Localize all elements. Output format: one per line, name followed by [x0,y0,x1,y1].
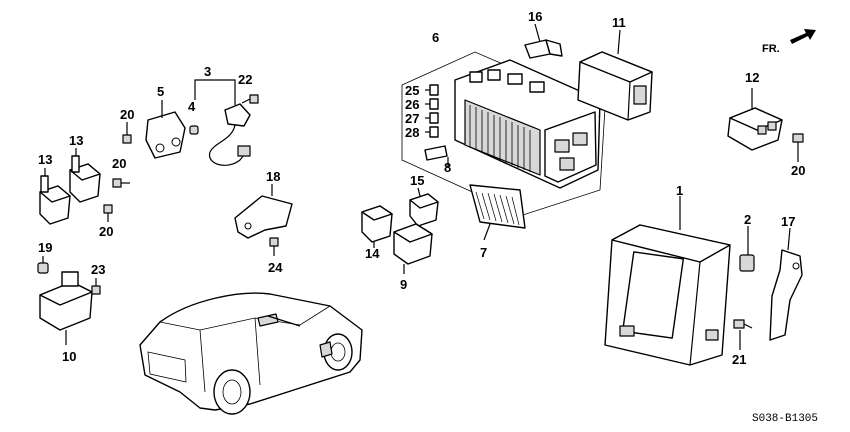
callout-23: 23 [91,262,105,277]
bolt-21 [733,319,753,350]
bolt-20-c [112,178,130,188]
callout-16: 16 [528,9,542,24]
fuse-puller-8 [424,145,449,168]
callout-24: 24 [268,260,283,275]
unit-10 [39,271,93,345]
relay-14 [361,205,393,248]
control-unit-11 [577,29,653,121]
callout-3: 3 [204,64,211,79]
relay-16 [524,23,563,59]
callout-12: 12 [745,70,759,85]
relay-13-b [69,148,101,203]
clip-19 [37,256,49,274]
fuse-relay-box-outline [401,51,606,216]
ecu-1 [604,196,731,366]
washer-4 [189,125,199,135]
fuse-relay-box [454,59,601,189]
callout-15: 15 [410,173,424,188]
callout-6: 6 [432,30,439,45]
callout-13-b: 13 [69,133,83,148]
fuse-28 [425,126,439,138]
callout-9: 9 [400,277,407,292]
relay-13-a [39,168,71,225]
callout-4: 4 [188,99,196,114]
bolt-22 [241,94,259,104]
callout-1: 1 [676,183,683,198]
fuse-27 [425,112,439,124]
callout-18: 18 [266,169,280,184]
fuse-box-cover [469,184,526,241]
callout-5: 5 [157,84,164,99]
callout-17: 17 [781,214,795,229]
bolt-20-b [122,122,132,144]
bolt-24 [269,237,279,256]
relay-9 [393,223,433,274]
fr-label: FR. [762,43,780,55]
callout-2: 2 [744,212,751,227]
sensor-3 [194,79,251,166]
bolt-20-d [103,204,113,222]
bracket-5 [145,100,186,159]
callout-11: 11 [612,15,626,30]
callout-14: 14 [365,246,380,261]
relay-15 [409,187,439,227]
front-direction-arrow [790,29,816,44]
callout-20-b: 20 [112,156,126,171]
callout-26: 26 [405,97,419,112]
callout-22: 22 [238,72,252,87]
bracket-17 [769,227,803,341]
callout-20-d: 20 [791,163,805,178]
drawing-code: S038-B1305 [752,413,818,425]
relay-12 [727,88,783,151]
fuse-25 [425,84,439,96]
car-silhouette [139,292,363,415]
clip-2 [739,226,755,272]
callout-7: 7 [480,245,487,260]
bracket-18 [234,184,293,239]
callout-27: 27 [405,111,419,126]
callout-8: 8 [444,160,451,175]
callout-10: 10 [62,349,76,364]
bolt-23 [91,278,101,295]
callout-21: 21 [732,352,746,367]
callout-25: 25 [405,83,419,98]
callout-19: 19 [38,240,52,255]
callout-20-c: 20 [99,224,113,239]
bolt-20-a [792,133,804,162]
fuse-26 [425,98,439,110]
callout-13-a: 13 [38,152,52,167]
callout-20-a: 20 [120,107,134,122]
callout-28: 28 [405,125,419,140]
